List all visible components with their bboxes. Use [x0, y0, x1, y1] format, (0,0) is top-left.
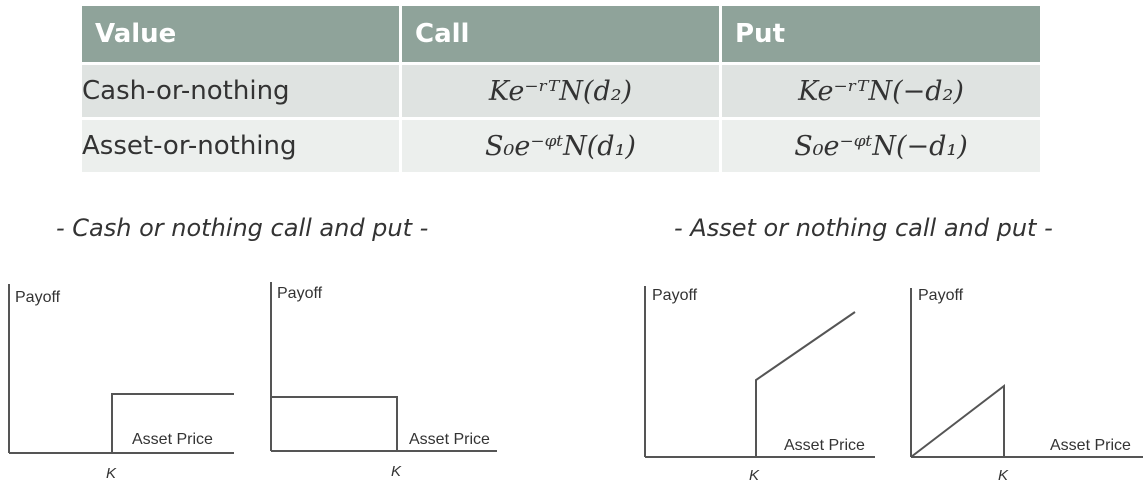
- option-values-table-container: Value Call Put Cash-or-nothing Ke⁻ʳᵀN(d₂…: [82, 6, 1040, 175]
- y-axis-label: Payoff: [918, 287, 964, 304]
- caption-asset-or-nothing: - Asset or nothing call and put -: [674, 214, 1053, 242]
- x-axis-label: Asset Price: [409, 431, 490, 448]
- diagram-asset-or-nothing-put: Payoff Asset Price K: [910, 287, 1143, 484]
- x-axis-label: Asset Price: [132, 431, 213, 448]
- strike-label: K: [391, 463, 402, 480]
- strike-label: K: [749, 467, 760, 484]
- diagram-asset-or-nothing-call: Payoff Asset Price K: [644, 286, 875, 484]
- table-row-asset-or-nothing: Asset-or-nothing S₀e⁻ᵠᵗN(d₁) S₀e⁻ᵠᵗN(−d₁…: [82, 120, 1040, 175]
- row-label-cash-or-nothing: Cash-or-nothing: [82, 65, 402, 120]
- formula-asset-call: S₀e⁻ᵠᵗN(d₁): [402, 120, 722, 175]
- y-axis-label: Payoff: [15, 289, 61, 306]
- header-put: Put: [722, 6, 1040, 65]
- header-value: Value: [82, 6, 402, 65]
- payoff-line: [271, 396, 398, 451]
- row-label-asset-or-nothing: Asset-or-nothing: [82, 120, 402, 175]
- y-axis-label: Payoff: [277, 285, 323, 302]
- diagram-cash-or-nothing-put: Payoff Asset Price K: [270, 282, 497, 480]
- payoff-line: [9, 393, 234, 454]
- diagram-cash-or-nothing-call: Payoff Asset Price K: [8, 284, 234, 482]
- formula-asset-put: S₀e⁻ᵠᵗN(−d₁): [722, 120, 1040, 175]
- x-axis-label: Asset Price: [784, 437, 865, 454]
- strike-label: K: [106, 465, 117, 482]
- option-values-table: Value Call Put Cash-or-nothing Ke⁻ʳᵀN(d₂…: [82, 6, 1040, 175]
- x-axis-label: Asset Price: [1050, 437, 1131, 454]
- strike-label: K: [998, 467, 1009, 484]
- formula-cash-put: Ke⁻ʳᵀN(−d₂): [722, 65, 1040, 120]
- y-axis-label: Payoff: [652, 287, 698, 304]
- caption-cash-or-nothing: - Cash or nothing call and put -: [56, 214, 429, 242]
- header-call: Call: [402, 6, 722, 65]
- table-header-row: Value Call Put: [82, 6, 1040, 65]
- table-row-cash-or-nothing: Cash-or-nothing Ke⁻ʳᵀN(d₂) Ke⁻ʳᵀN(−d₂): [82, 65, 1040, 120]
- payoff-line: [910, 383, 1005, 458]
- formula-cash-call: Ke⁻ʳᵀN(d₂): [402, 65, 722, 120]
- payoff-line: [645, 311, 856, 458]
- payoff-diagrams: Payoff Asset Price K Payoff Asset Price …: [8, 282, 1143, 484]
